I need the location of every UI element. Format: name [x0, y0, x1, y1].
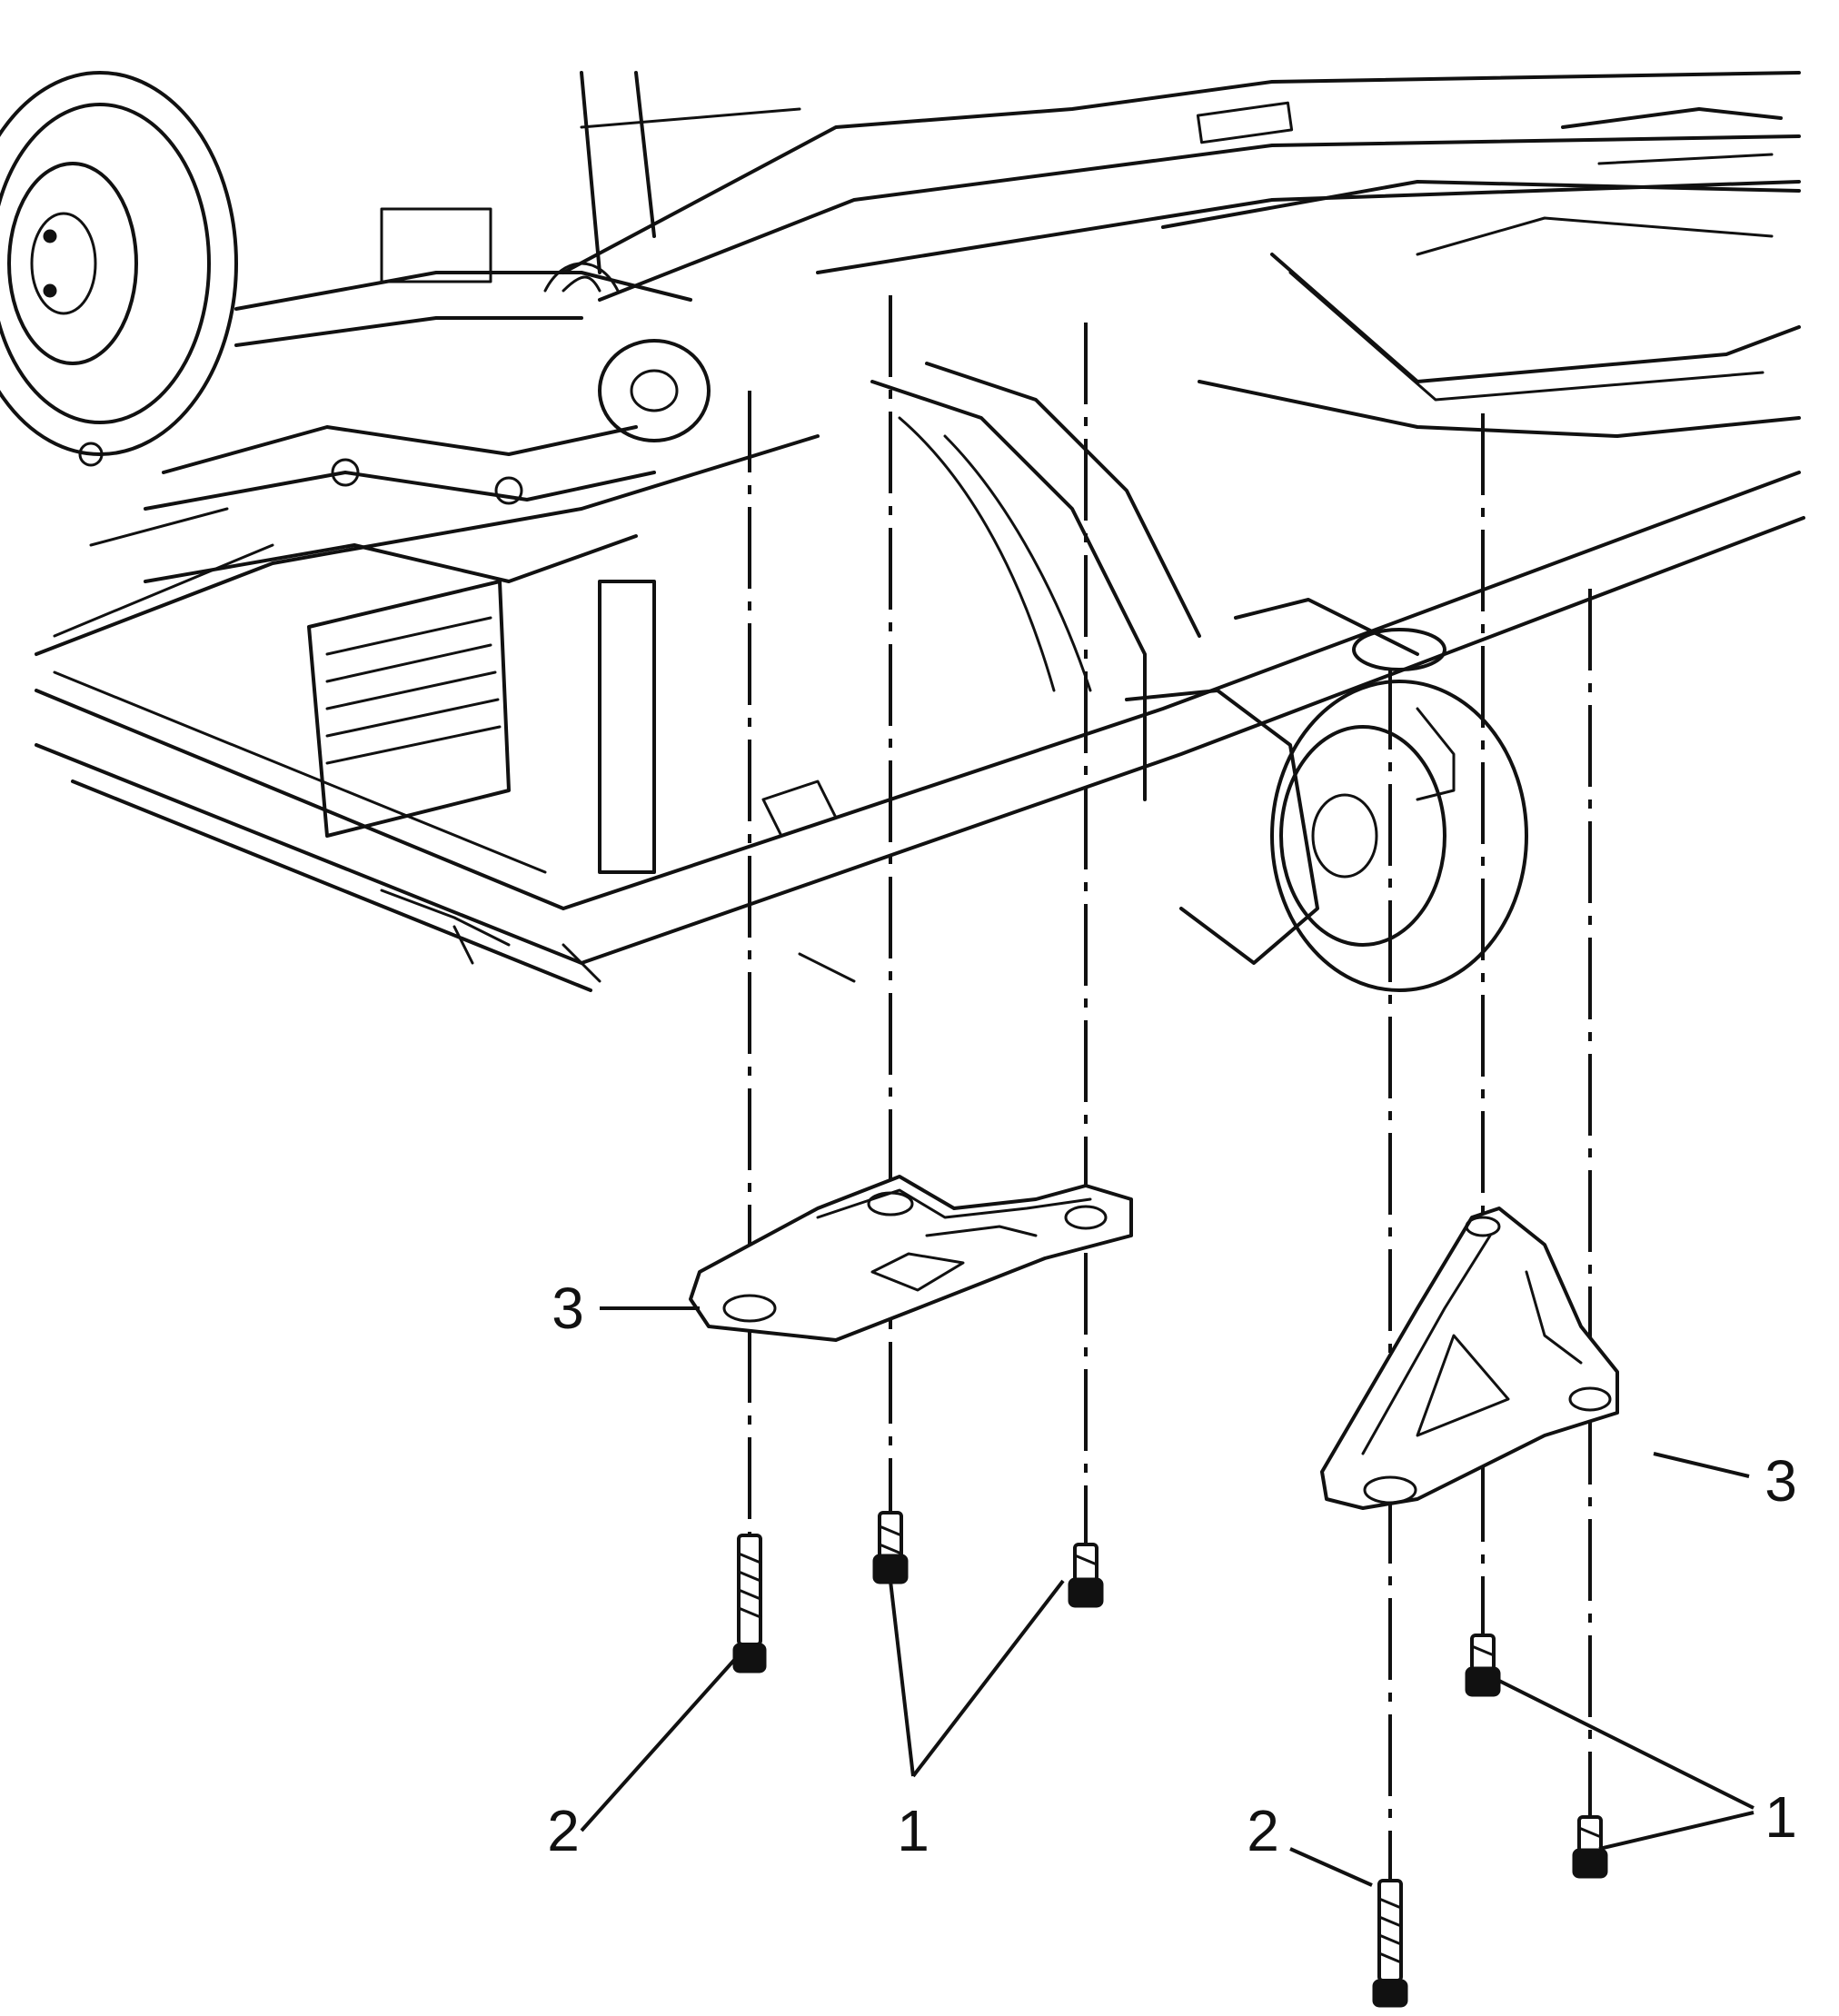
- callout-front-bolt-long: 2: [547, 1798, 580, 1863]
- steering-rack: [234, 207, 711, 442]
- callout-front-bolts-short: 1: [897, 1798, 929, 1863]
- frame-rail: [35, 434, 1805, 992]
- leader-lines: [580, 1306, 1755, 1887]
- bolt-rear-long: [1372, 1879, 1408, 2008]
- vehicle-underbody: [0, 71, 1805, 992]
- radiator: [307, 580, 656, 874]
- bolt-rear-short-b: [1572, 1815, 1608, 1879]
- alignment-lines: [748, 295, 1592, 1881]
- exhaust-tunnel: [870, 362, 1201, 801]
- front-lower-edge: [380, 780, 856, 983]
- callout-rear-bolts-short: 1: [1764, 1784, 1797, 1850]
- bolt-front-short-b: [1068, 1543, 1104, 1608]
- callout-rear-bolt-long: 2: [1247, 1798, 1279, 1863]
- floor-panel: [562, 71, 1801, 438]
- front-heat-shield: [689, 1175, 1133, 1342]
- front-crossmember: [78, 425, 656, 583]
- rear-knuckle: [1125, 598, 1528, 992]
- brake-rotor-left: [0, 71, 238, 456]
- callout-rear-shield: 3: [1764, 1448, 1797, 1514]
- bolt-rear-short-a: [1465, 1634, 1501, 1697]
- callout-front-shield: 3: [552, 1276, 584, 1341]
- bolt-front-short-a: [872, 1511, 909, 1584]
- bolt-front-long: [732, 1534, 767, 1673]
- rear-heat-shield: [1320, 1207, 1619, 1510]
